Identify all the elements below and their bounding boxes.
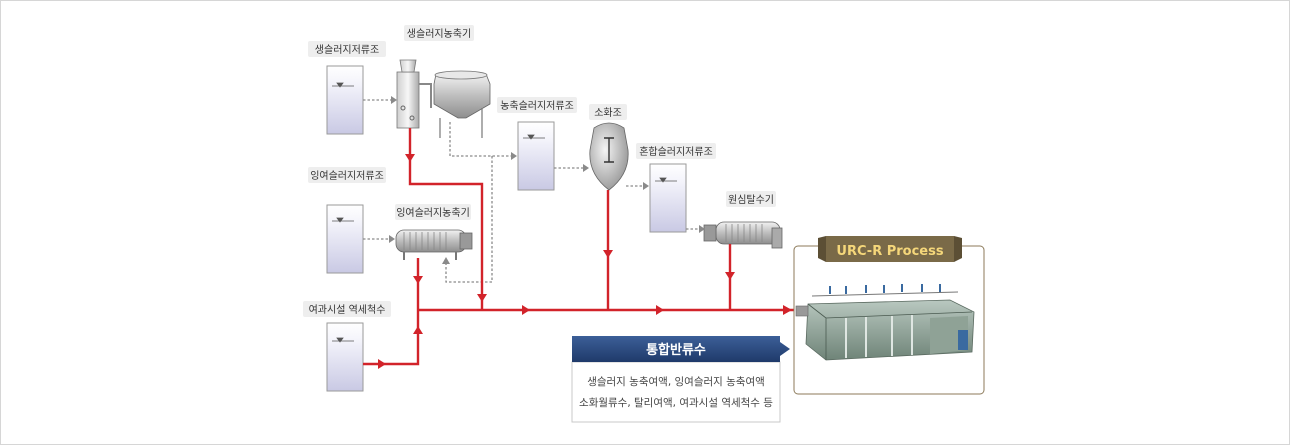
combined-return-line1: 생슬러지 농축여액, 잉여슬러지 농축여액 bbox=[587, 376, 765, 388]
digester-vessel bbox=[589, 122, 629, 191]
svg-text:소화조: 소화조 bbox=[594, 107, 622, 119]
svg-text:생슬러지저류조: 생슬러지저류조 bbox=[315, 44, 379, 56]
svg-text:원심탈수기: 원심탈수기 bbox=[728, 193, 774, 206]
label-filter-backwash: 여과시설 역세척수 bbox=[303, 301, 391, 317]
svg-text:잉여슬러지농축기: 잉여슬러지농축기 bbox=[396, 207, 470, 219]
label-centrifuge: 원심탈수기 bbox=[726, 191, 776, 207]
tank-thickened-sludge-storage bbox=[517, 121, 555, 191]
tank-mixed-sludge-storage bbox=[649, 163, 687, 233]
label-digester: 소화조 bbox=[589, 104, 627, 120]
centrifuge-machine bbox=[703, 221, 783, 249]
plant-illustration bbox=[795, 284, 975, 361]
label-thickened-sludge-storage: 농축슬러지저류조 bbox=[497, 97, 577, 113]
label-excess-sludge-thickener: 잉여슬러지농축기 bbox=[395, 204, 471, 220]
return-flow-lines bbox=[363, 128, 794, 369]
tank-excess-sludge-storage bbox=[326, 204, 364, 274]
raw-sludge-thickener-machine bbox=[396, 59, 491, 138]
svg-text:생슬러지농축기: 생슬러지농축기 bbox=[407, 28, 471, 40]
svg-text:잉여슬러지저류조: 잉여슬러지저류조 bbox=[310, 170, 384, 182]
svg-text:농축슬러지저류조: 농축슬러지저류조 bbox=[500, 100, 574, 112]
urc-r-process-title: URC-R Process bbox=[836, 244, 943, 259]
tank-filter-backwash bbox=[326, 322, 364, 392]
sludge-feed-lines bbox=[363, 96, 705, 283]
urc-r-process-panel: URC-R Process bbox=[793, 236, 985, 395]
label-mixed-sludge-storage: 혼합슬러지저류조 bbox=[636, 143, 716, 159]
label-raw-sludge-thickener: 생슬러지농축기 bbox=[404, 25, 474, 41]
combined-return-title: 통합반류수 bbox=[646, 342, 706, 358]
excess-sludge-thickener-machine bbox=[395, 229, 473, 260]
svg-text:혼합슬러지저류조: 혼합슬러지저류조 bbox=[639, 145, 713, 158]
svg-text:여과시설 역세척수: 여과시설 역세척수 bbox=[309, 304, 386, 316]
label-excess-sludge-storage: 잉여슬러지저류조 bbox=[308, 167, 386, 183]
tank-raw-sludge-storage bbox=[326, 65, 364, 135]
label-raw-sludge-storage: 생슬러지저류조 bbox=[308, 41, 386, 57]
combined-return-line2: 소화월류수, 탈리여액, 여과시설 역세척수 등 bbox=[579, 396, 773, 409]
combined-return-callout: 통합반류수 생슬러지 농축여액, 잉여슬러지 농축여액 소화월류수, 탈리여액,… bbox=[571, 336, 790, 423]
